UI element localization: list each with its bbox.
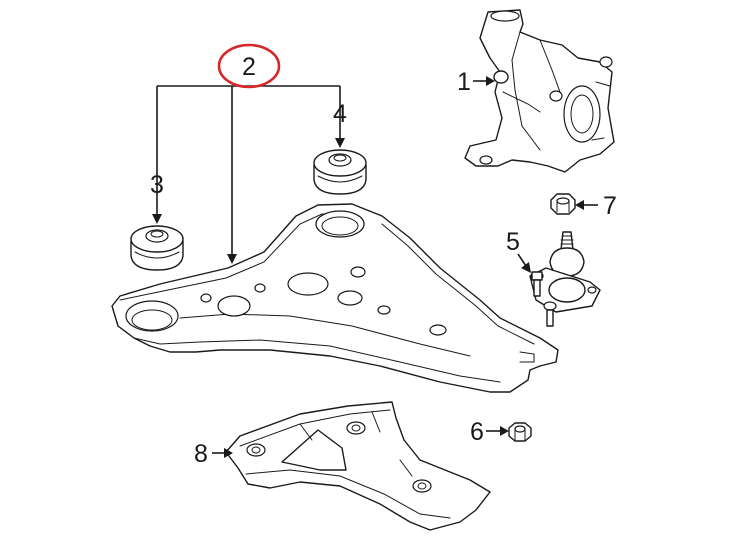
bushing-4[interactable]	[313, 149, 367, 195]
arrowhead-4	[335, 138, 345, 148]
arrowhead-6	[500, 426, 509, 436]
arrowhead-2	[227, 254, 237, 264]
arrowhead-8	[224, 448, 233, 458]
leader-5	[517, 253, 527, 267]
arrowhead-3	[152, 214, 162, 224]
nut-6[interactable]	[508, 422, 532, 442]
ball-joint[interactable]	[529, 231, 601, 327]
arrowhead-7	[575, 200, 584, 210]
callout-1[interactable]: 1	[457, 68, 471, 96]
bushing-3[interactable]	[130, 225, 184, 271]
shield-plate[interactable]	[225, 401, 491, 531]
arrowhead-5	[521, 262, 531, 273]
callout-8[interactable]: 8	[194, 440, 208, 468]
arrowhead-1	[486, 76, 495, 86]
steering-knuckle[interactable]	[464, 9, 615, 173]
callout-5[interactable]: 5	[506, 228, 520, 256]
callout-3[interactable]: 3	[150, 171, 164, 199]
nut-7[interactable]	[550, 193, 576, 215]
callout-2[interactable]: 2	[242, 53, 256, 81]
highlight-circle	[217, 43, 281, 89]
callout-6[interactable]: 6	[470, 418, 484, 446]
callout-7[interactable]: 7	[603, 192, 617, 220]
callout-4[interactable]: 4	[333, 100, 347, 128]
lower-control-arm[interactable]	[111, 203, 559, 393]
